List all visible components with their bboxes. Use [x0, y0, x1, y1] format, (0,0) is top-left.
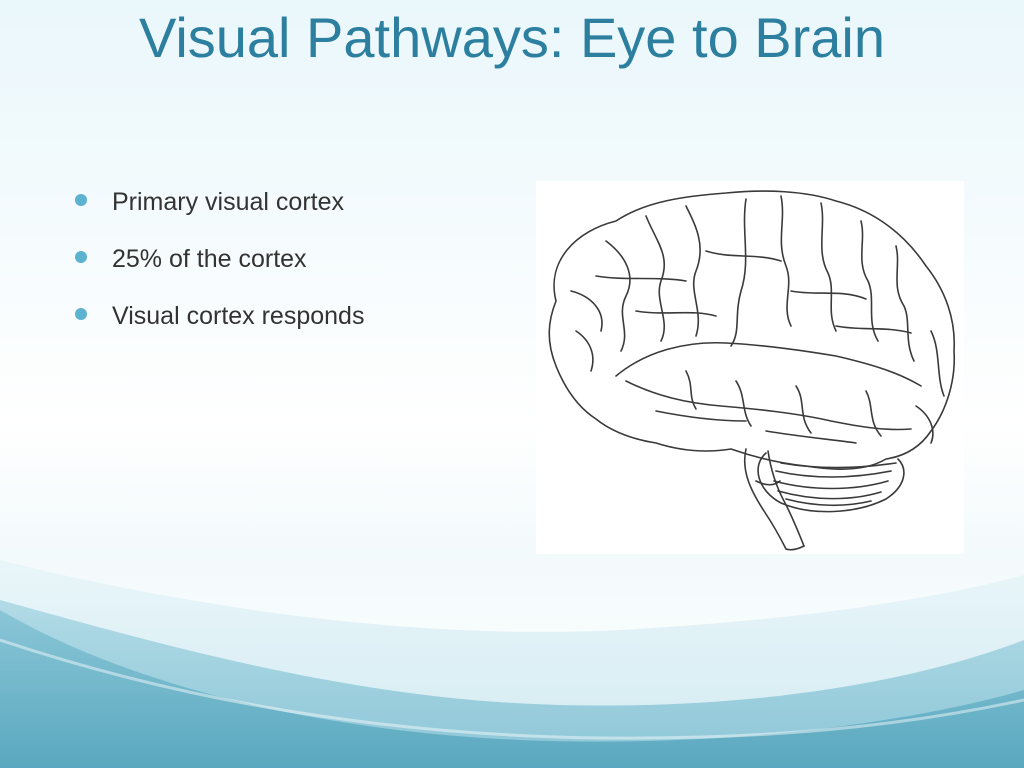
bullet-item: 25% of the cortex [70, 239, 510, 296]
bullet-dot-icon [75, 251, 87, 263]
bullet-text: Primary visual cortex [112, 188, 344, 216]
bullet-dot-icon [75, 194, 87, 206]
bullet-text: 25% of the cortex [112, 245, 307, 273]
bullet-item: Primary visual cortex [70, 182, 510, 239]
brain-image [536, 181, 964, 554]
slide-title: Visual Pathways: Eye to Brain [138, 6, 886, 69]
bullet-item: Visual cortex responds [70, 296, 510, 353]
brain-illustration-icon [548, 190, 956, 551]
bullet-text: Visual cortex responds [112, 302, 365, 330]
bullet-list: Primary visual cortex 25% of the cortex … [70, 182, 510, 353]
bullet-dot-icon [75, 308, 87, 320]
